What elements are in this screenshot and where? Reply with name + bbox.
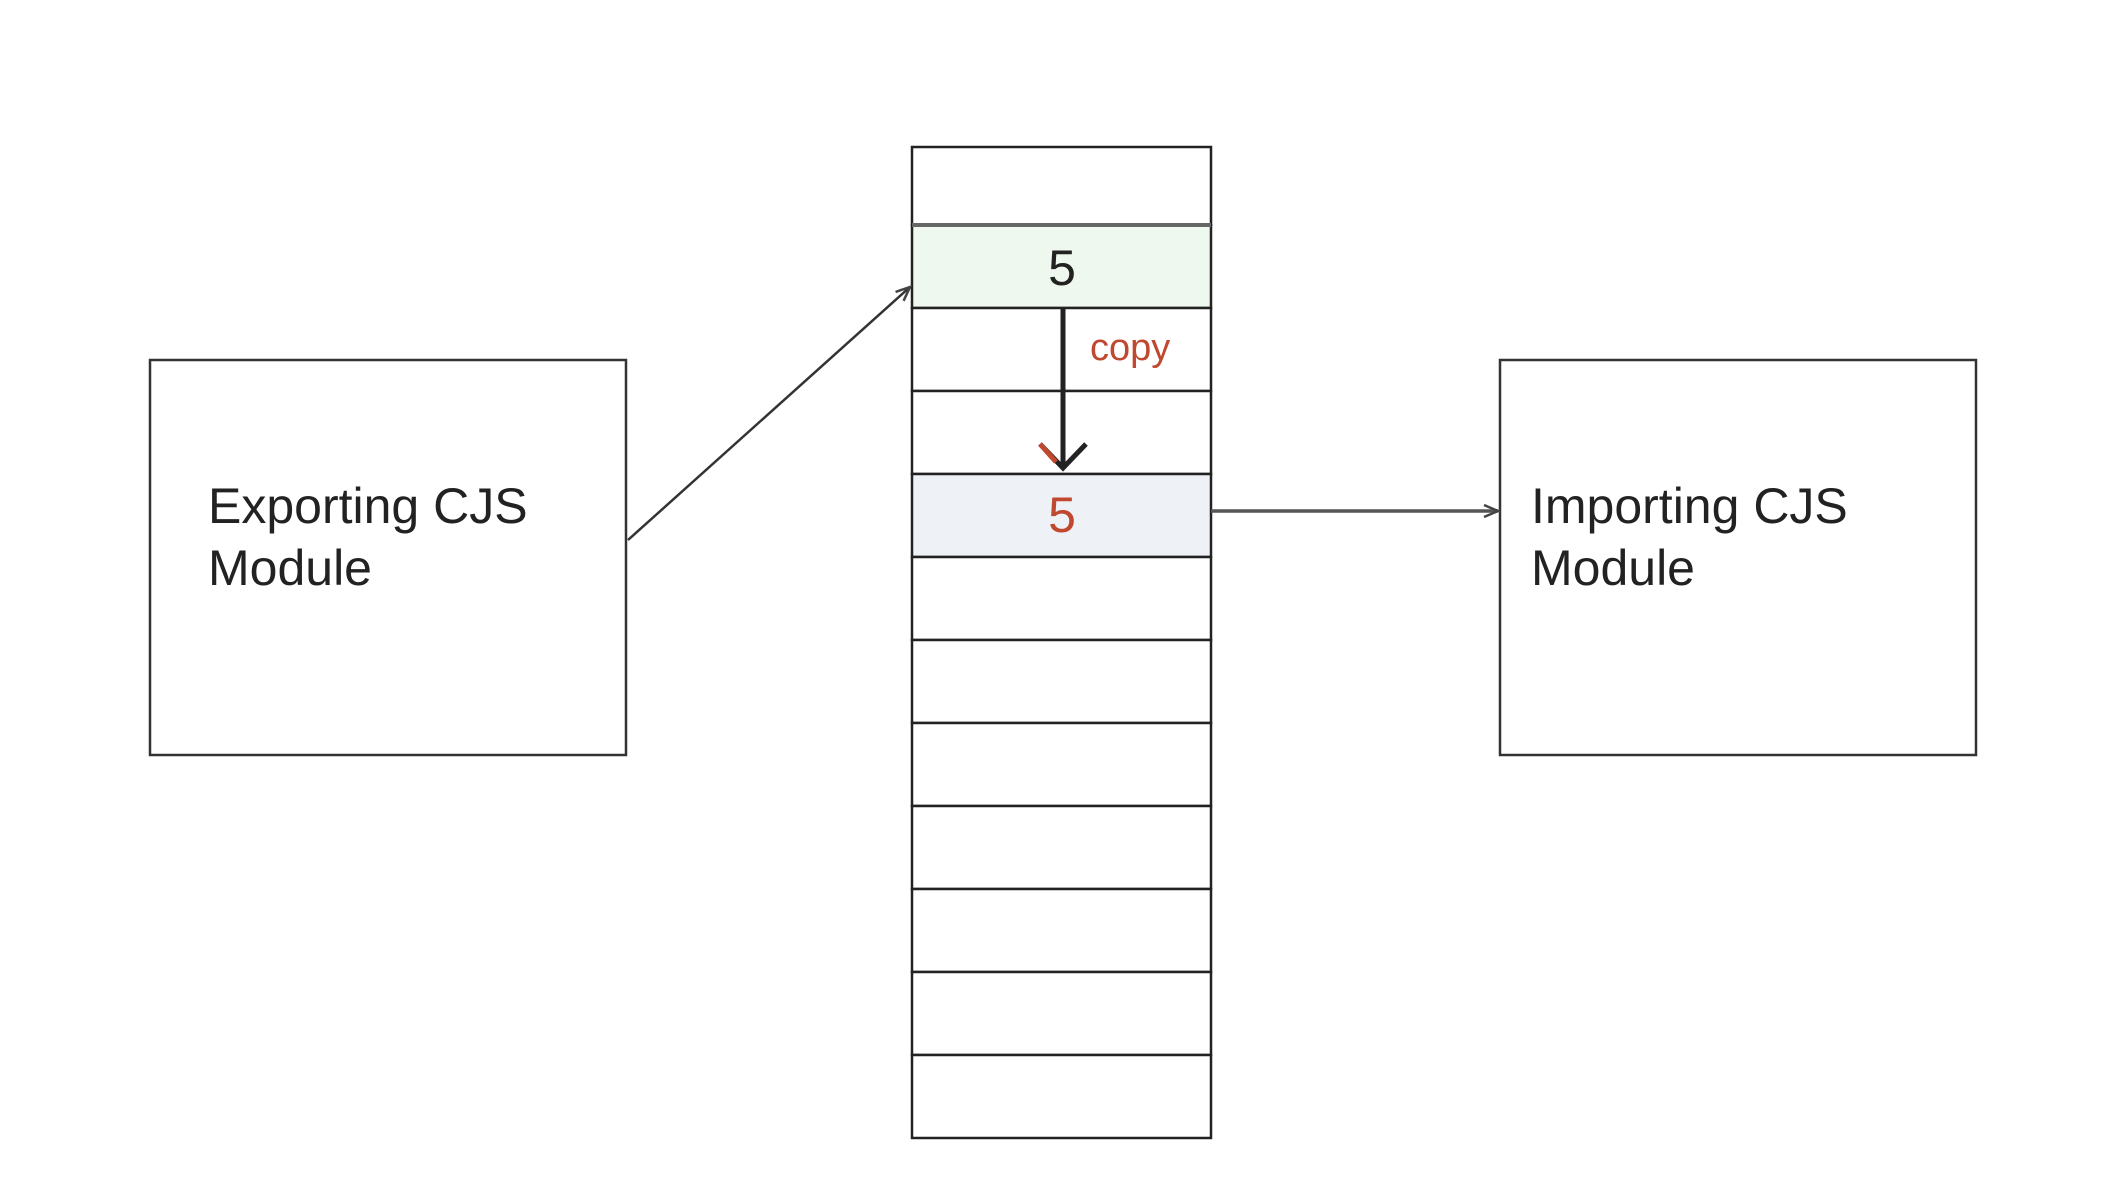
memory-cell <box>910 887 1213 974</box>
memory-cell <box>910 638 1213 725</box>
memory-cell <box>910 970 1213 1057</box>
exporting-module-label-line1: Exporting CJS <box>208 478 528 534</box>
memory-cell <box>910 145 1213 227</box>
exporting-module-box: Exporting CJS Module <box>148 358 628 757</box>
copy-arrowhead-accent <box>1038 442 1058 464</box>
importing-module-label-line2: Module <box>1531 540 1695 596</box>
export-reference-arrow <box>627 284 913 541</box>
source-value: 5 <box>1048 240 1076 296</box>
copy-arrow: copy <box>1038 308 1170 472</box>
importing-module-label-line1: Importing CJS <box>1531 478 1848 534</box>
memory-cell <box>910 555 1213 642</box>
memory-cell-copied <box>910 472 1213 559</box>
memory-cell <box>910 721 1213 808</box>
importing-module-box: Importing CJS Module <box>1498 358 1978 757</box>
memory-cell <box>910 1053 1213 1140</box>
copied-value: 5 <box>1048 487 1076 543</box>
memory-cell <box>910 804 1213 891</box>
copy-label: copy <box>1090 327 1170 369</box>
exporting-module-label-line2: Module <box>208 540 372 596</box>
memory-column: 5 5 <box>910 145 1213 1140</box>
